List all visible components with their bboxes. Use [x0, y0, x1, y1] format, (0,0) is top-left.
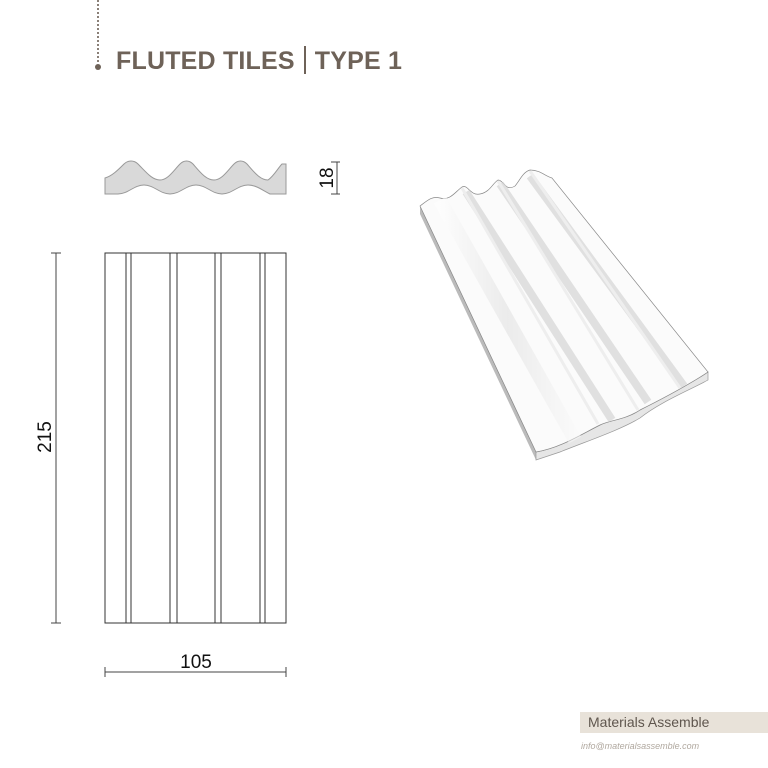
- profile-section: [104, 160, 287, 195]
- bullet-dot: [95, 64, 101, 70]
- title-separator: [303, 46, 306, 74]
- width-dimension: 105: [104, 652, 287, 677]
- title-type: TYPE 1: [314, 47, 403, 75]
- thickness-dimension: 18: [317, 161, 340, 195]
- tile-3d-render: [419, 169, 709, 461]
- contact-email[interactable]: info@materialsassemble.com: [581, 741, 700, 751]
- brand-label: Materials Assemble: [580, 712, 768, 733]
- thickness-label: 18: [317, 167, 338, 188]
- height-label: 215: [35, 421, 56, 453]
- plan-view: [104, 252, 287, 624]
- page-title: FLUTED TILES TYPE 1: [116, 46, 402, 76]
- title-main: FLUTED TILES: [116, 47, 295, 75]
- width-label: 105: [180, 652, 212, 673]
- dotted-guide-line: [97, 0, 99, 62]
- height-dimension: 215: [35, 252, 61, 624]
